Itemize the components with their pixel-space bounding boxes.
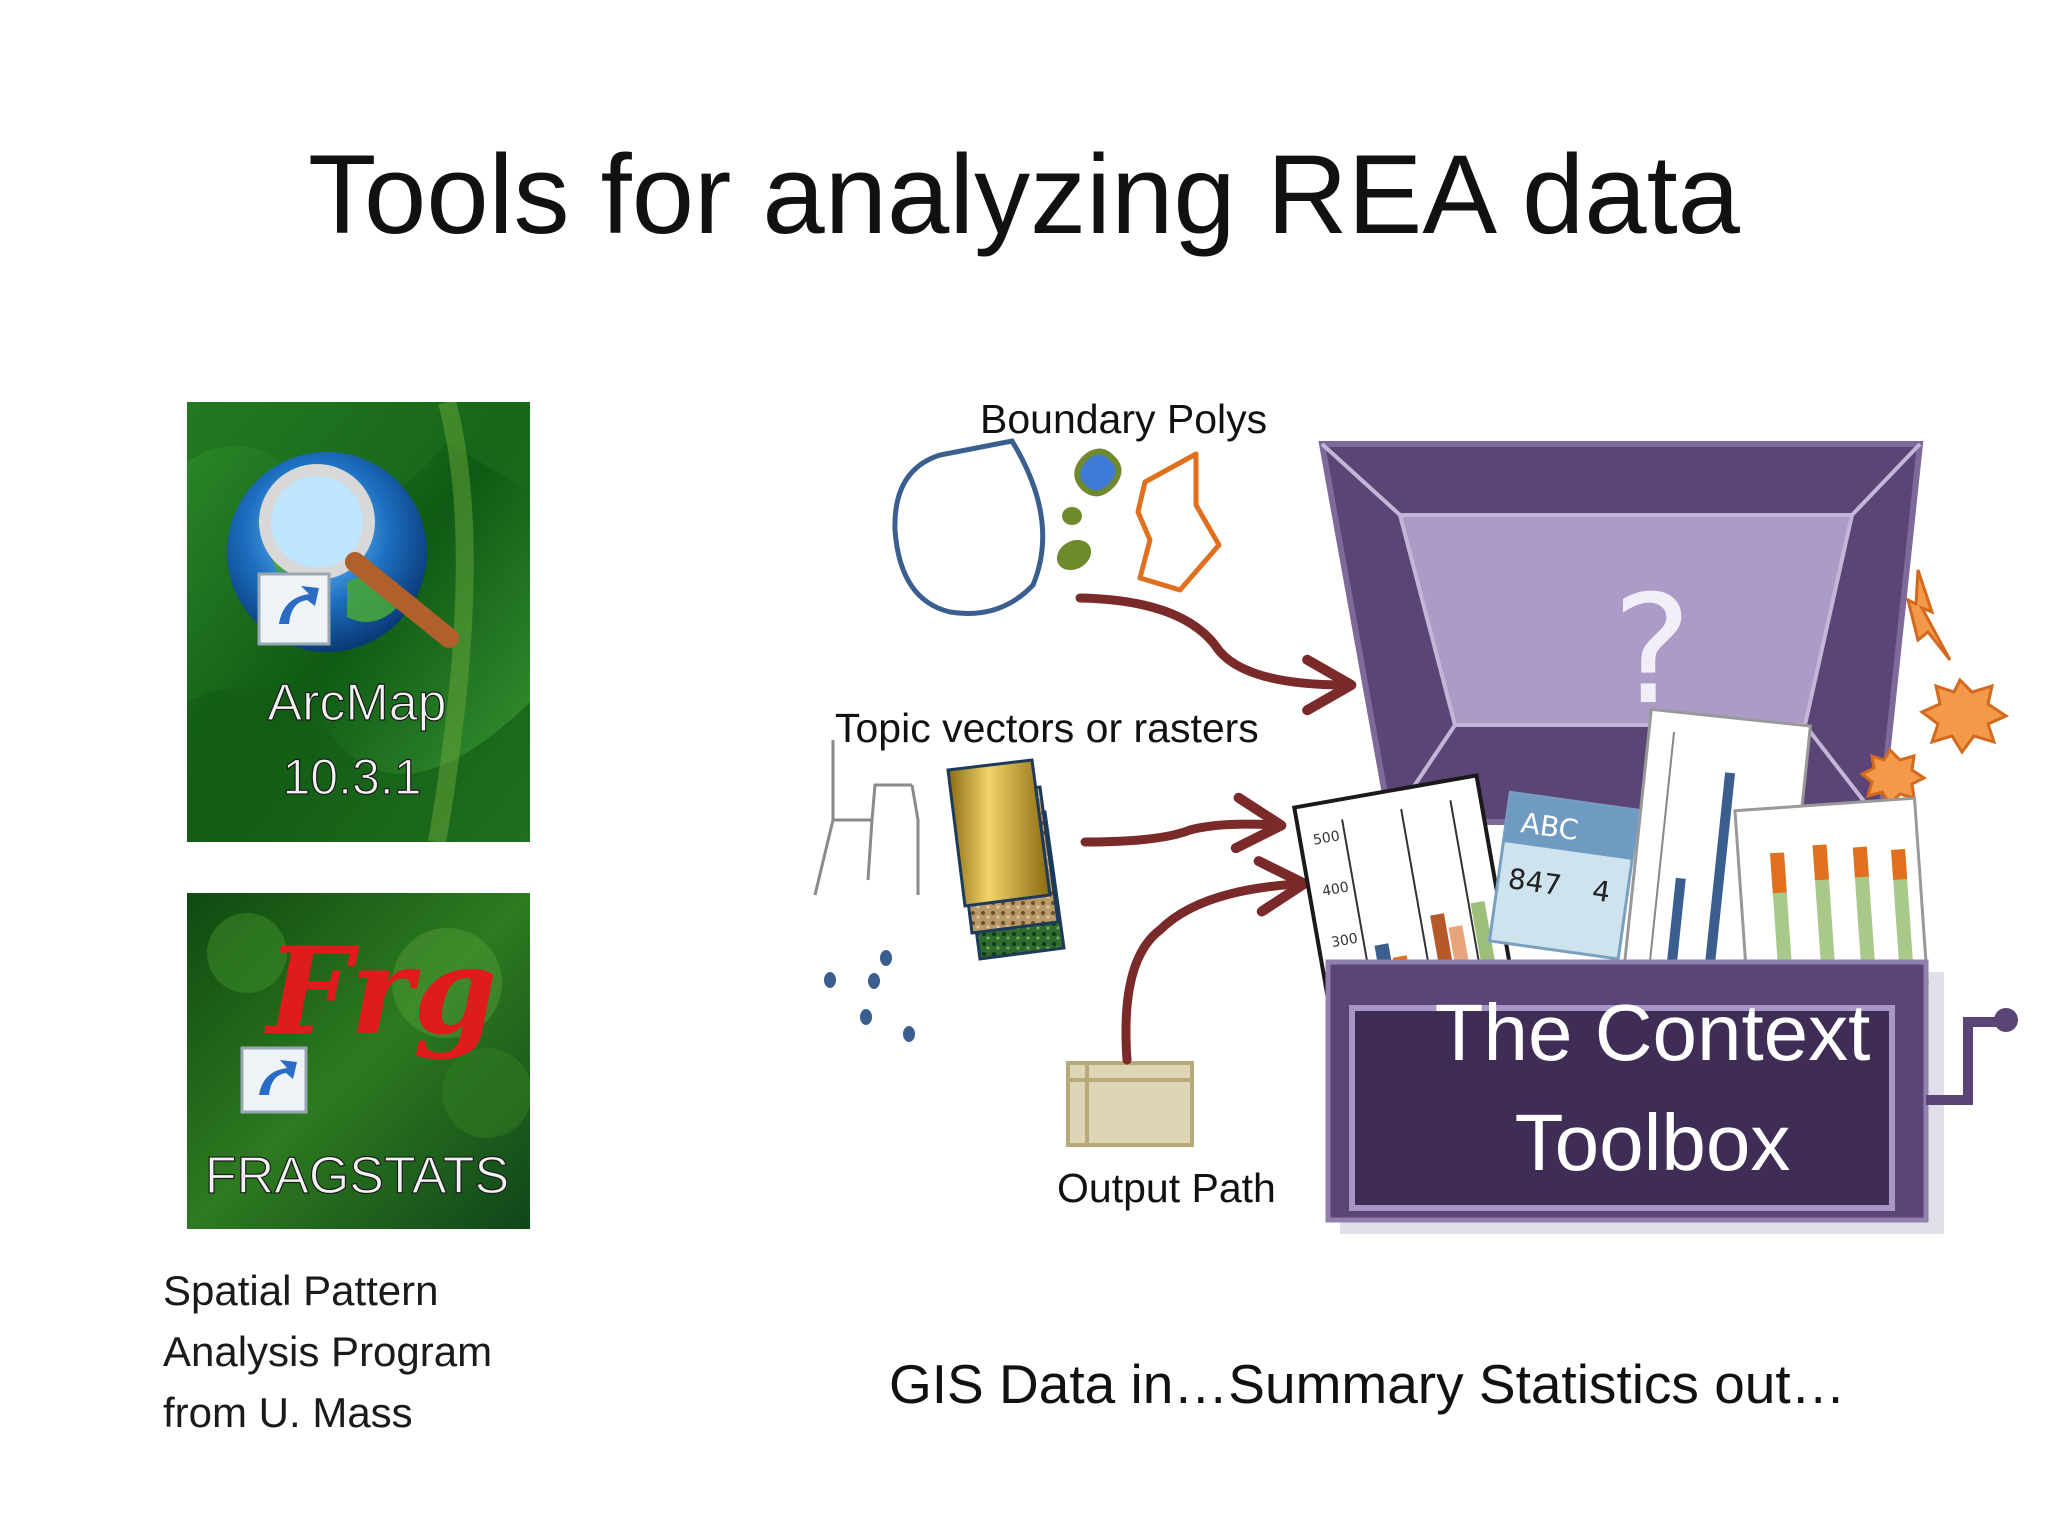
- boundary-blob-green: [1051, 534, 1096, 576]
- arrow-boundary-to-toolbox: [1080, 598, 1345, 685]
- table-paper: ABC 847 4: [1489, 792, 1639, 959]
- context-toolbox-title: The Context Toolbox: [1352, 966, 1953, 1210]
- toolbox-lid: ?: [1322, 444, 1920, 822]
- boundary-blob-green: [1062, 507, 1082, 525]
- arrow-topic-to-toolbox: [1085, 824, 1275, 842]
- lightning-spark-icon: [1908, 570, 1950, 660]
- toolbox-title-line1: The Context: [1435, 978, 1871, 1088]
- vector-lines-icon: [815, 740, 918, 895]
- boundary-drop-shape: [895, 441, 1043, 613]
- boundary-blob-blue: [1077, 452, 1118, 494]
- output-path-label: Output Path: [1057, 1165, 1276, 1212]
- burst-spark-icon: [1922, 680, 2006, 752]
- toolbox-title-line2: Toolbox: [1515, 1088, 1791, 1198]
- point-features-icon: [824, 950, 915, 1042]
- topic-vectors-label: Topic vectors or rasters: [835, 705, 1259, 752]
- summary-footer: GIS Data in…Summary Statistics out…: [889, 1352, 1846, 1416]
- boundary-polys-label: Boundary Polys: [980, 396, 1267, 443]
- arrow-output-to-toolbox: [1126, 884, 1298, 1060]
- burst-spark-icon: [1862, 750, 1924, 804]
- boundary-orange-polygon: [1138, 454, 1219, 590]
- output-folder-icon: [1068, 1063, 1192, 1145]
- raster-stack-icon: [948, 760, 1064, 959]
